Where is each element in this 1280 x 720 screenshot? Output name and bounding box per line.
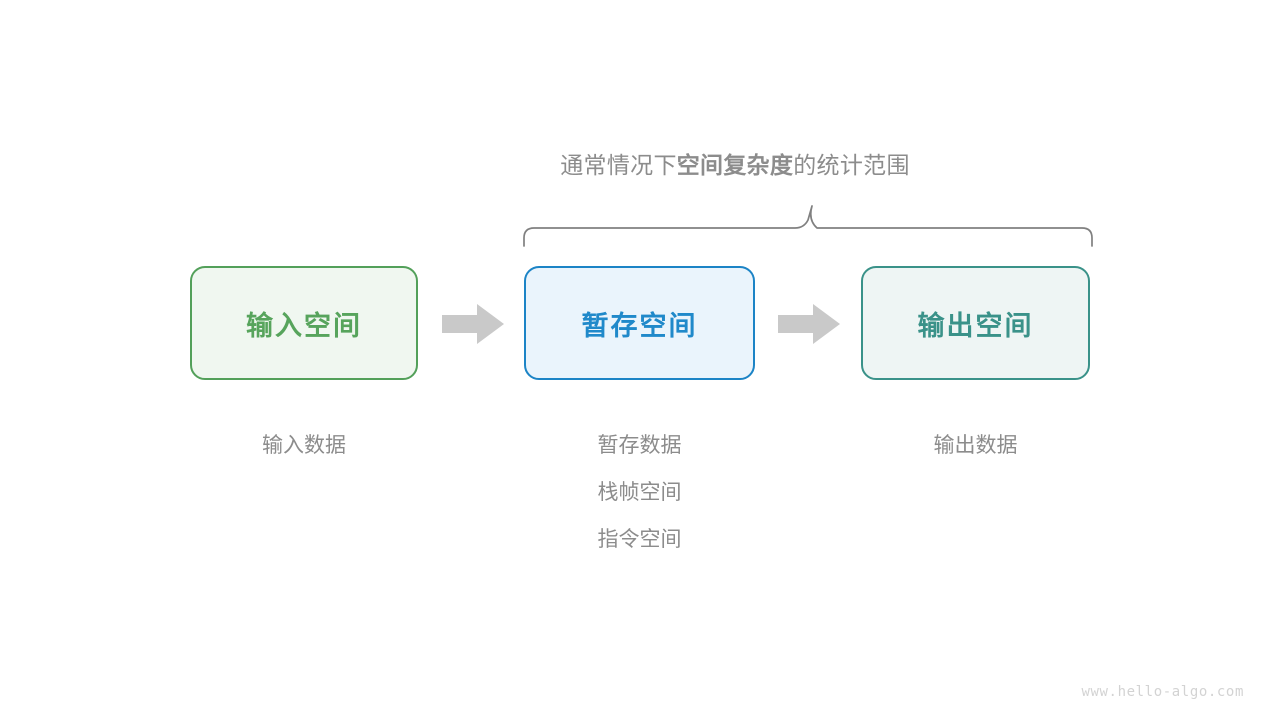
stage-box-input[interactable]: 输入空间	[190, 266, 418, 380]
stage-labels-output: 输出数据	[861, 422, 1090, 469]
caption-suffix: 的统计范围	[793, 152, 910, 178]
stage-label-item: 输出数据	[933, 434, 1018, 457]
stage-label-item: 指令空间	[597, 528, 682, 551]
caption-emphasis: 空间复杂度	[676, 152, 794, 178]
diagram-caption: 通常情况下空间复杂度的统计范围	[0, 146, 1280, 180]
right-arrow-icon	[778, 304, 840, 344]
stage-box-temp[interactable]: 暂存空间	[524, 266, 755, 380]
caption-prefix: 通常情况下	[560, 152, 677, 178]
stage-label-item: 输入数据	[262, 434, 346, 457]
right-arrow-icon	[442, 304, 504, 344]
watermark: www.hello-algo.com	[1081, 684, 1244, 700]
stage-labels-temp: 暂存数据 栈帧空间 指令空间	[524, 422, 755, 563]
stage-label-item: 暂存数据	[597, 434, 682, 457]
scope-brace	[516, 196, 1100, 252]
flow-arrow-input-to-temp	[442, 304, 504, 344]
stage-labels-input: 输入数据	[190, 422, 418, 469]
stage-label-item: 栈帧空间	[597, 481, 682, 504]
flow-arrow-temp-to-output	[778, 304, 840, 344]
stage-box-output[interactable]: 输出空间	[861, 266, 1090, 380]
stage-box-input-label: 输入空间	[246, 310, 362, 341]
brace-icon	[523, 205, 1093, 247]
stage-box-temp-label: 暂存空间	[581, 310, 698, 341]
stage-box-output-label: 输出空间	[917, 310, 1034, 341]
